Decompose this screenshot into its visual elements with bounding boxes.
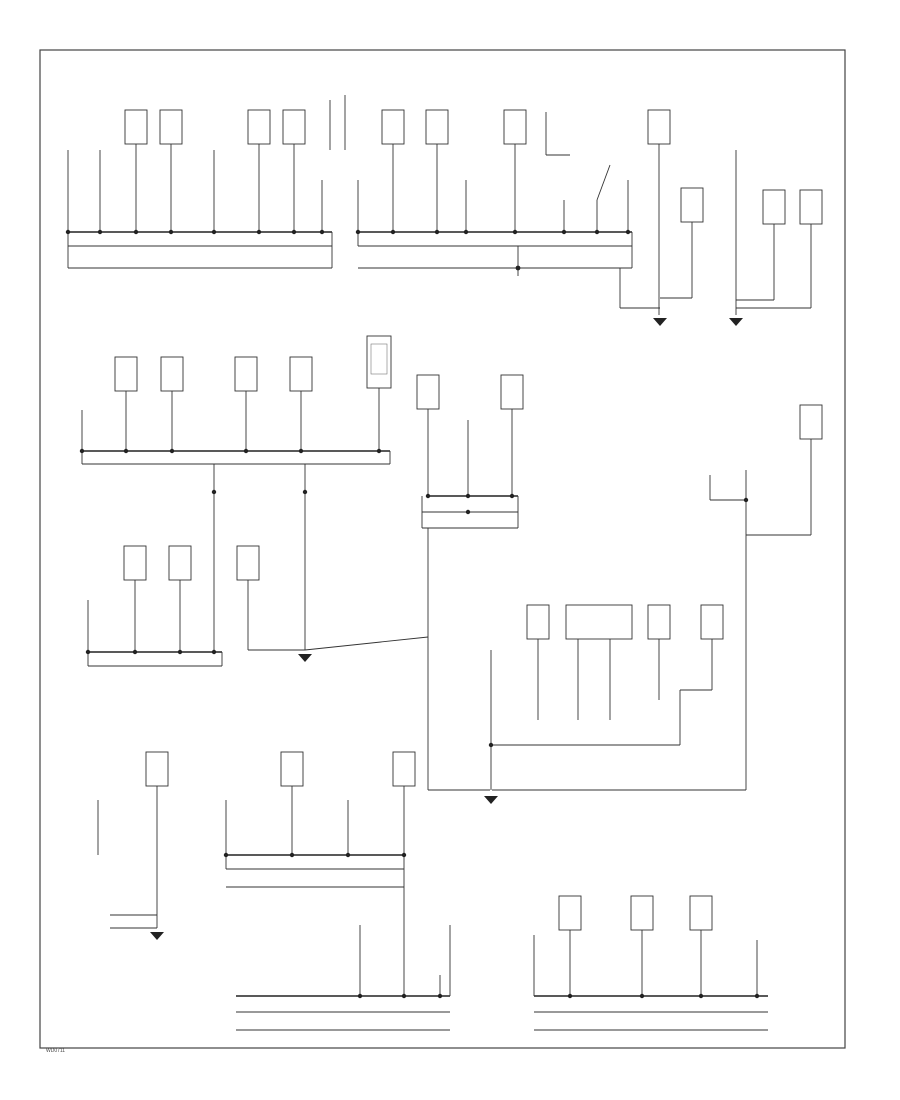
top-right-ground-group [619,150,823,326]
component-box [282,109,306,145]
lower-right-ground-group [484,604,724,804]
bottom-left-ground-group [97,751,416,995]
component-box [647,109,671,145]
component-box [159,109,183,145]
bottom-right-ground-group [533,895,768,1031]
component-box [124,109,148,145]
diagram-border [39,49,846,1049]
lower-left-ground-group [85,545,429,667]
bottom-center-ground-group [236,925,451,1031]
component-box [381,109,405,145]
mid-right-ground-group [492,404,823,791]
mid-left-ground-group [79,335,392,650]
mid-center-ground-group [416,374,524,791]
component-box [247,109,271,145]
component-box [425,109,449,145]
top-center-ground-group [357,231,633,276]
top-left-ground-group [67,231,333,269]
component-box [503,109,527,145]
diagram-footer-id: WD0711 [46,1048,65,1054]
